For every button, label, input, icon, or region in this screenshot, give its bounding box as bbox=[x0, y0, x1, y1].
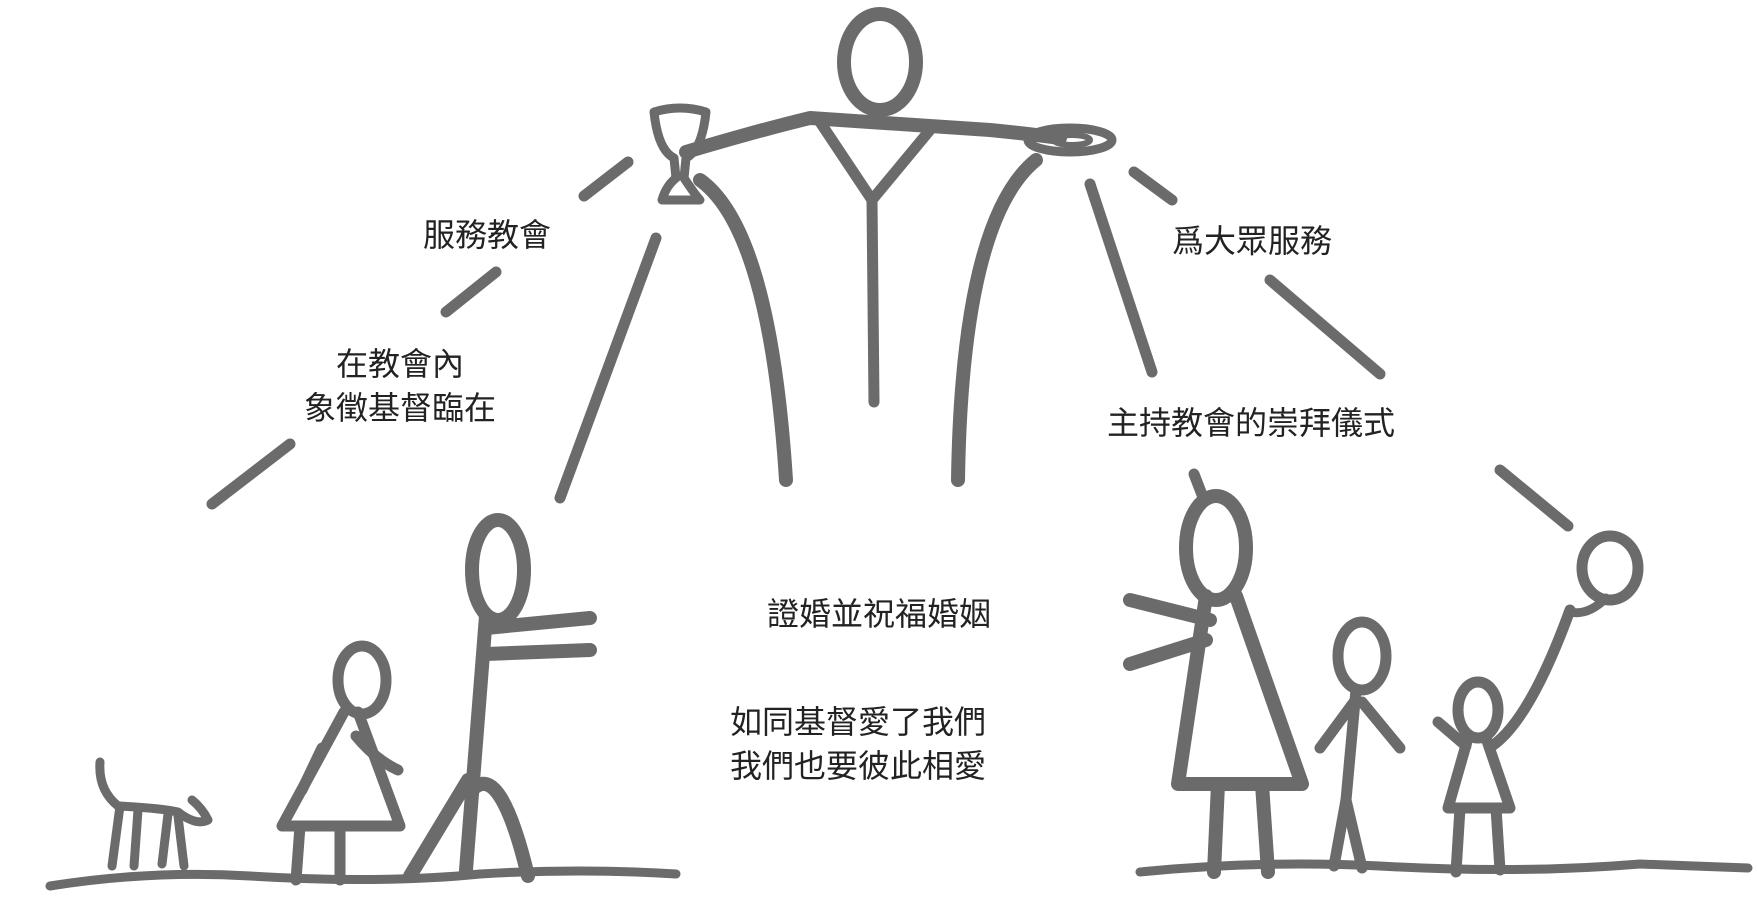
priest-robe-left bbox=[693, 173, 793, 487]
ground-lines bbox=[45, 859, 1753, 891]
label-love-line1: 如同基督愛了我們 bbox=[729, 703, 986, 741]
small-child-figure bbox=[1432, 604, 1576, 878]
child-figure-left bbox=[276, 640, 406, 886]
adult-figure-left bbox=[403, 513, 597, 883]
chalice-icon bbox=[649, 103, 711, 205]
priest-head bbox=[837, 7, 923, 117]
paten-icon bbox=[1023, 123, 1117, 157]
label-love-line2: 我們也要彼此相愛 bbox=[729, 747, 986, 785]
label-serve-people: 爲大眾服務 bbox=[1172, 222, 1333, 260]
label-love: 如同基督愛了我們 我們也要彼此相愛 bbox=[708, 700, 1008, 788]
priest-stole-center bbox=[866, 194, 880, 408]
priest-figure bbox=[679, 7, 1067, 487]
dog-figure bbox=[95, 757, 213, 871]
label-marriage: 證婚並祝福婚姻 bbox=[767, 595, 992, 633]
label-preside-worship: 主持教會的崇拜儀式 bbox=[1107, 404, 1396, 442]
adult-figure-right bbox=[1123, 489, 1309, 879]
balloon-icon bbox=[1565, 530, 1644, 618]
label-serve-church: 服務教會 bbox=[423, 216, 552, 254]
priest-arms bbox=[679, 111, 1067, 159]
priest-robe-right bbox=[951, 153, 1043, 487]
label-in-church-line2: 象徵基督臨在 bbox=[303, 389, 496, 427]
priest-stole bbox=[814, 116, 936, 206]
label-in-church-line1: 在教會內 bbox=[335, 345, 464, 383]
connector-lines bbox=[206, 156, 1574, 532]
child-figure-right bbox=[1314, 616, 1406, 874]
label-in-church: 在教會內 象徵基督臨在 bbox=[280, 342, 520, 430]
